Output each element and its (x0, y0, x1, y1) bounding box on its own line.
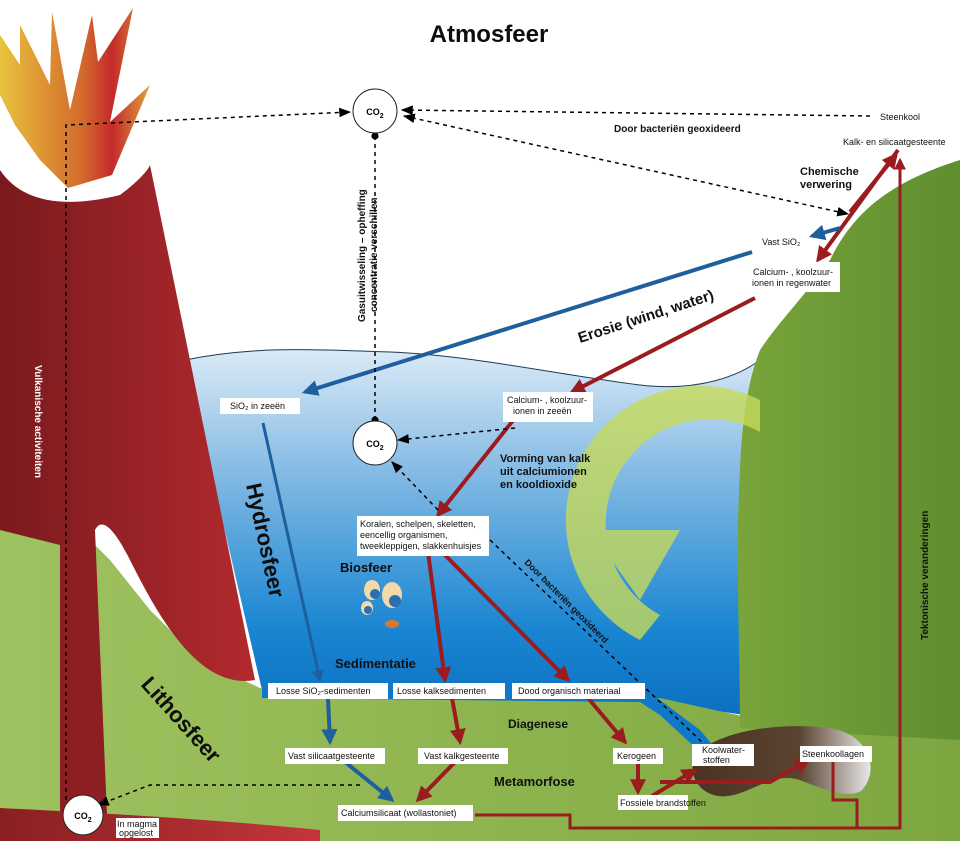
arrow-to-kerogeen (586, 696, 628, 745)
label-chemical-weathering-2: verwering (800, 179, 852, 191)
label-kerogeen: Kerogeen (617, 751, 656, 761)
label-dood-organisch: Dood organisch materiaal (518, 686, 621, 696)
label-sedimentation: Sedimentatie (335, 656, 416, 671)
label-vast-silicaat: Vast silicaatgesteente (288, 751, 375, 761)
label-koralen-2: eencellig organismen, (360, 530, 448, 540)
dotted-ions-to-co2 (396, 427, 516, 444)
label-calcium-zee-2: ionen in zeeën (513, 406, 572, 416)
tectonic-line (475, 157, 906, 830)
label-lime-formation-2: uit calciumionen (500, 466, 587, 478)
title-biosphere: Biosfeer (340, 560, 392, 575)
svg-text:CO2: CO2 (74, 811, 92, 824)
svg-text:CO2: CO2 (366, 439, 384, 452)
label-koralen-1: Koralen, schelpen, skeletten, (360, 519, 476, 529)
volcano-conduit (60, 540, 108, 841)
cycle-arrow (565, 385, 760, 640)
arrow-to-vast-kalk (449, 697, 466, 746)
co2-node-atmosphere: CO2 (352, 88, 398, 134)
label-diagenesis: Diagenese (508, 717, 568, 731)
label-calcium-zee-1: Calcium- , koolzuur- (507, 395, 587, 405)
dotted-steenkool-to-atm (400, 105, 871, 117)
arrow-to-organisms (436, 416, 517, 518)
red-flow-arrows (415, 148, 906, 830)
dotted-lines (65, 105, 871, 806)
arrow-erosion-blue (301, 250, 753, 396)
dotted-bacteria-ocean (489, 539, 706, 746)
arrow-weathering-up (848, 152, 899, 214)
arrow-kalk-to-calc (415, 760, 457, 803)
organisms-icon (361, 580, 402, 628)
coal-seam (692, 726, 871, 797)
label-vast-sio2: Vast SiO₂ (762, 237, 801, 247)
arrow-fossiel-steenkool (660, 758, 811, 784)
label-steenkoollagen: Steenkoollagen (802, 749, 864, 759)
label-lime-formation-3: en kooldioxide (500, 479, 577, 491)
label-losse-kalk: Losse kalksedimenten (397, 686, 486, 696)
label-volcanic: Vulkanische activiteiten (32, 365, 43, 478)
label-erosion: Erosie (wind, water) (576, 287, 716, 347)
arrow-sio2-sediment (261, 422, 324, 683)
arrow-vast-sio2 (808, 224, 841, 241)
label-kalk-silicaat: Kalk- en silicaatgesteente (843, 137, 946, 147)
label-chemical-weathering-1: Chemische (800, 166, 859, 178)
title-atmosphere: Atmosfeer (430, 21, 549, 48)
label-sio2-zeeen: SiO₂ in zeeën (230, 401, 285, 411)
steenkool-line (831, 762, 859, 828)
dotted-volcano-to-atm (65, 107, 352, 800)
label-calcium-regen-1: Calcium- , koolzuur- (753, 267, 833, 277)
label-fossiele: Fossiele brandstoffen (620, 798, 706, 808)
dotted-atm-to-rock (402, 113, 850, 217)
arrow-to-vast-silicaat (321, 697, 338, 746)
label-boxes: SiO₂ in zeeën Calcium- , koolzuur- ionen… (116, 112, 946, 838)
hill (737, 160, 960, 740)
ocean-surface-line (184, 349, 761, 388)
arrow-to-kalk (426, 551, 452, 684)
arrow-silicaat-to-calc (343, 760, 395, 803)
label-metamorphosis: Metamorfose (494, 774, 575, 789)
label-steenkool: Steenkool (880, 112, 920, 122)
label-magma-1: In magma (117, 819, 157, 829)
label-losse-sio2: Losse SiO₂-sedimenten (276, 686, 371, 696)
volcano-flame (0, 8, 150, 188)
label-lime-formation-1: Vorming van kalk (500, 453, 591, 465)
dotted-to-magma (96, 784, 360, 806)
label-vast-kalk: Vast kalkgesteente (424, 751, 499, 761)
blue-flow-arrows (261, 224, 841, 803)
label-gas-exchange-2: concentratie verschillen (369, 198, 380, 313)
co2-node-ocean: CO2 (352, 420, 398, 466)
label-calcium-regen-2: ionen in regenwater (752, 278, 831, 288)
label-koolwater-1: Koolwater- (702, 745, 745, 755)
label-calciumsilicaat: Calciumsilicaat (wollastoniet) (341, 808, 457, 818)
dotted-organisms-to-co2 (391, 461, 439, 511)
label-gas-exchange-1: Gasuitwisseling – opheffing (357, 189, 368, 322)
label-koolwater-2: stoffen (703, 755, 730, 765)
svg-text:CO2: CO2 (366, 107, 384, 120)
label-bacteria-top: Door bacteriën geoxideerd (614, 124, 741, 135)
label-koralen-3: tweekleppigen, slakkenhuisjes (360, 541, 482, 551)
co2-node-magma: CO2 (62, 794, 104, 836)
arrow-erosion-red (569, 296, 756, 394)
label-magma-2: opgelost (119, 828, 154, 838)
label-tectonic: Tektonische veranderingen (920, 511, 931, 640)
arrow-to-organic (440, 550, 571, 683)
